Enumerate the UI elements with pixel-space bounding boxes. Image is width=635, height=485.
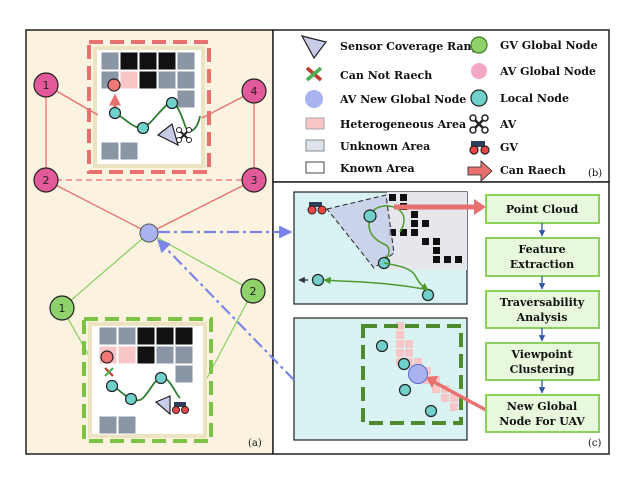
av-global-node-2: 2 xyxy=(33,167,59,193)
av-new-global-node-legend-icon xyxy=(305,90,323,108)
svg-text:2: 2 xyxy=(43,174,50,187)
svg-text:Extraction: Extraction xyxy=(510,258,574,271)
svg-text:Sensor Coverage Range: Sensor Coverage Range xyxy=(340,40,486,53)
svg-text:AV: AV xyxy=(499,118,517,131)
svg-text:Heterogeneous Area: Heterogeneous Area xyxy=(340,118,466,131)
cannot-reach-icon xyxy=(104,367,114,377)
svg-text:(a): (a) xyxy=(248,438,262,449)
svg-text:Viewpoint: Viewpoint xyxy=(510,348,573,361)
svg-text:Analysis: Analysis xyxy=(516,311,568,324)
av-new-global-node xyxy=(408,364,428,384)
local-node xyxy=(105,379,119,393)
svg-text:3: 3 xyxy=(251,174,258,187)
panel-a: 1 2 3 4 1 2 xyxy=(25,29,274,455)
svg-text:(b): (b) xyxy=(588,168,602,179)
gv-global-node-legend-icon xyxy=(470,36,488,54)
gv-local-map xyxy=(82,317,213,443)
svg-text:GV: GV xyxy=(500,141,518,154)
local-node xyxy=(136,121,150,135)
av-legend-icon xyxy=(469,114,489,134)
step-label: Point Cloud xyxy=(506,203,579,216)
unknown-area-icon xyxy=(305,139,325,152)
panel-c: Point Cloud Feature Extraction Traversab… xyxy=(272,181,610,455)
av-local-map xyxy=(87,40,211,174)
local-node xyxy=(165,96,179,110)
svg-text:2: 2 xyxy=(250,285,257,298)
svg-text:(c): (c) xyxy=(588,438,602,449)
svg-text:AV New Global Node: AV New Global Node xyxy=(339,93,466,106)
local-node xyxy=(124,392,138,406)
point-cloud-arrow xyxy=(394,199,486,215)
local-node xyxy=(363,209,377,223)
local-node xyxy=(154,371,168,385)
local-node xyxy=(421,288,435,302)
local-node xyxy=(108,106,122,120)
svg-text:Clustering: Clustering xyxy=(510,363,575,376)
local-node xyxy=(397,357,411,371)
viewpoint-scene xyxy=(293,317,468,441)
local-node xyxy=(375,339,389,353)
gv-legend-icon xyxy=(469,141,490,155)
av-global-node-1: 1 xyxy=(33,72,59,98)
gv-global-node-2: 2 xyxy=(240,278,266,304)
av-global-node-legend-icon xyxy=(471,63,487,79)
local-node xyxy=(311,273,325,287)
gv-icon xyxy=(172,402,189,414)
heterogeneous-area-icon xyxy=(305,117,325,130)
svg-text:1: 1 xyxy=(43,79,50,92)
panel-b-legend: Sensor Coverage Range Can Not Raech AV N… xyxy=(272,29,610,183)
local-node xyxy=(398,383,412,397)
sensor-coverage-icon xyxy=(300,35,328,60)
av-new-global-node xyxy=(139,223,159,243)
svg-text:Unknown Area: Unknown Area xyxy=(340,140,430,153)
point-cloud-scene xyxy=(293,191,468,305)
svg-text:AV Global Node: AV Global Node xyxy=(499,65,596,78)
svg-text:Node For UAV: Node For UAV xyxy=(499,415,585,428)
svg-text:4: 4 xyxy=(251,85,258,98)
svg-text:GV Global Node: GV Global Node xyxy=(500,39,598,52)
av-global-node-3: 3 xyxy=(241,167,267,193)
svg-text:Known Area: Known Area xyxy=(340,162,415,175)
svg-text:Can Raech: Can Raech xyxy=(500,164,566,177)
cross-panel-links xyxy=(157,225,295,381)
new-node-arrow xyxy=(426,376,487,412)
svg-text:Feature: Feature xyxy=(518,243,565,256)
step-traversability xyxy=(485,290,600,329)
pipeline: Point Cloud Feature Extraction Traversab… xyxy=(485,194,600,433)
local-node-legend-icon xyxy=(470,89,488,107)
av-icon xyxy=(176,127,192,143)
av-global-node-4: 4 xyxy=(241,78,267,104)
svg-text:Local Node: Local Node xyxy=(500,92,569,105)
step-new-global-node xyxy=(485,394,600,433)
svg-text:Traversability: Traversability xyxy=(500,296,585,309)
cannot-reach-legend-icon xyxy=(305,66,323,82)
gv-global-node-1: 1 xyxy=(49,295,75,321)
svg-text:1: 1 xyxy=(59,302,66,315)
svg-text:New Global: New Global xyxy=(507,400,577,413)
local-node xyxy=(424,404,438,418)
known-area-icon xyxy=(305,161,325,174)
can-reach-legend-icon xyxy=(467,160,493,182)
gv-icon xyxy=(307,202,327,215)
svg-text:Can Not Raech: Can Not Raech xyxy=(340,69,432,82)
